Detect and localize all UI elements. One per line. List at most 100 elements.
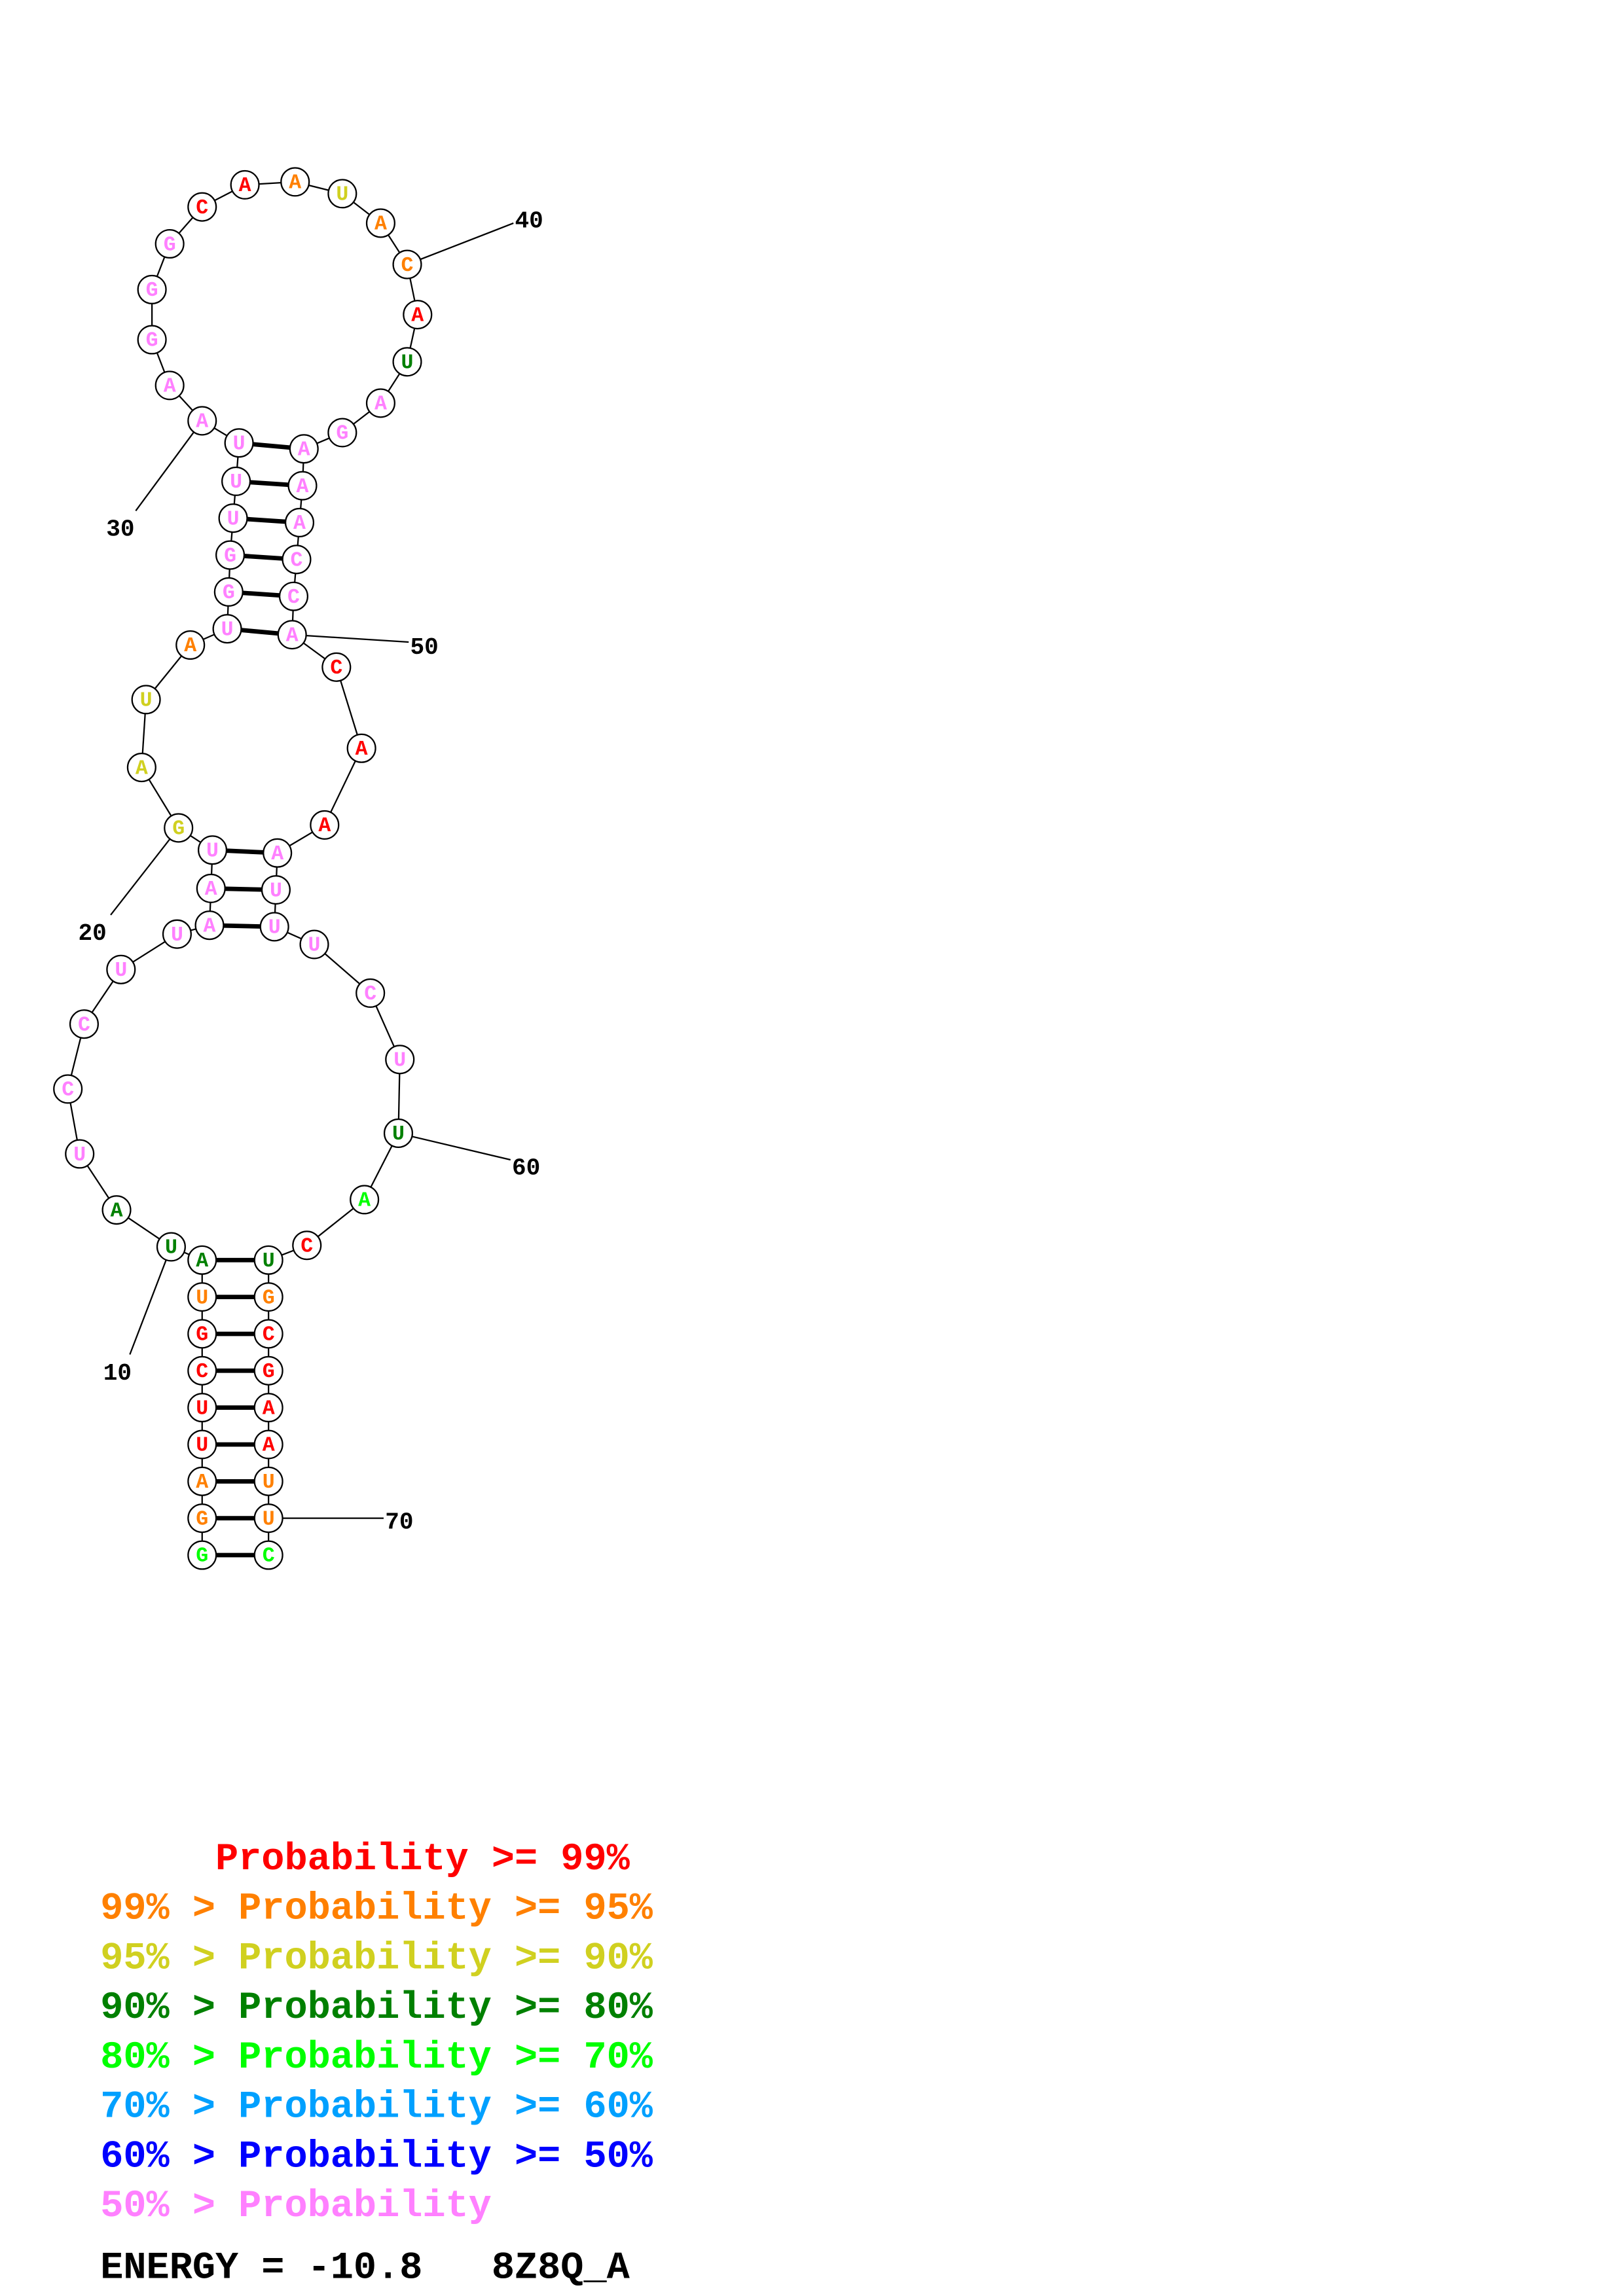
nucleotide-circle <box>392 347 422 377</box>
nucleotide-53: A <box>310 810 340 840</box>
nucleotide-70: U <box>253 1503 283 1534</box>
nucleotide-4: U <box>187 1429 217 1460</box>
nucleotide-letter: C <box>401 255 414 278</box>
nucleotide-5: U <box>187 1393 217 1423</box>
nucleotide-circle <box>106 954 136 984</box>
nucleotide-circle <box>187 192 217 222</box>
position-label-70: 70 <box>385 1509 413 1535</box>
nucleotide-circle <box>253 1319 283 1349</box>
nucleotide-43: A <box>365 388 395 418</box>
position-label-30: 30 <box>106 516 134 543</box>
nucleotide-50: A <box>277 620 307 650</box>
nucleotide-64: G <box>253 1282 283 1312</box>
nucleotide-circle <box>253 1355 283 1386</box>
nucleotide-circle <box>155 370 185 401</box>
nucleotide-letter: G <box>263 1361 275 1384</box>
nucleotide-letter: A <box>263 1435 275 1458</box>
nucleotide-46: A <box>287 471 318 501</box>
nucleotide-letter: U <box>263 1471 275 1494</box>
nucleotide-circle <box>53 1074 83 1104</box>
nucleotide-letter: A <box>205 878 217 901</box>
nucleotide-letter: U <box>206 840 219 863</box>
nucleotide-circle <box>346 733 376 763</box>
nucleotide-59: U <box>385 1045 415 1075</box>
nucleotide-circle <box>356 978 386 1008</box>
nucleotide-letter: C <box>62 1079 74 1102</box>
nucleotide-circle <box>224 428 254 458</box>
nucleotide-letter: G <box>164 234 176 257</box>
nucleotide-circle <box>69 1009 99 1039</box>
nucleotide-circle <box>253 1429 283 1460</box>
nucleotide-60: U <box>383 1118 414 1148</box>
nucleotide-33: G <box>137 274 167 304</box>
nucleotide-letter: U <box>196 1397 208 1420</box>
position-label-60: 60 <box>512 1155 540 1182</box>
nucleotide-52: A <box>346 733 376 763</box>
nucleotide-letter: U <box>140 690 153 713</box>
nucleotide-58: C <box>356 978 386 1008</box>
nucleotide-48: C <box>282 545 312 575</box>
nucleotide-30: A <box>187 406 217 436</box>
nucleotide-8: U <box>187 1282 217 1312</box>
nucleotide-37: A <box>280 167 310 197</box>
legend-entry: Probability >= 99% <box>100 1837 630 1881</box>
nucleotide-circle <box>215 540 246 570</box>
nucleotide-letter: U <box>263 1508 275 1531</box>
nucleotide-letter: A <box>111 1200 123 1223</box>
nucleotide-letter: G <box>146 279 158 302</box>
nucleotide-circle <box>292 1230 322 1261</box>
nucleotide-circle <box>187 1319 217 1349</box>
nucleotide-letter: A <box>411 304 424 327</box>
nucleotide-circle <box>101 1195 132 1225</box>
nucleotide-circle <box>383 1118 414 1148</box>
nucleotide-2: G <box>187 1503 217 1534</box>
nucleotide-circle <box>212 614 242 644</box>
nucleotide-34: G <box>155 228 185 259</box>
nucleotide-letter: U <box>171 924 183 947</box>
nucleotide-letter: A <box>263 1397 275 1420</box>
nucleotide-letter: A <box>271 843 283 866</box>
nucleotide-letter: G <box>224 545 236 568</box>
nucleotide-61: A <box>350 1185 380 1215</box>
nucleotide-circle <box>385 1045 415 1075</box>
nucleotide-circle <box>187 1429 217 1460</box>
nucleotide-letter: A <box>286 624 299 647</box>
nucleotide-32: G <box>137 325 167 355</box>
nucleotide-11: A <box>101 1195 132 1225</box>
nucleotide-letter: G <box>172 818 185 841</box>
nucleotide-circle <box>155 228 185 259</box>
nucleotide-letter: A <box>184 635 196 658</box>
nucleotide-circle <box>218 503 248 533</box>
legend-entry: 80% > Probability >= 70% <box>100 2036 653 2079</box>
nucleotide-24: U <box>212 614 242 644</box>
nucleotide-circle <box>162 919 192 949</box>
probability-legend: Probability >= 99%99% > Probability >= 9… <box>100 1837 653 2228</box>
nucleotide-circle <box>277 620 307 650</box>
nucleotide-letter: C <box>301 1235 313 1258</box>
nucleotide-letter: G <box>146 330 158 353</box>
nucleotide-47: A <box>284 507 315 537</box>
nucleotide-51: C <box>321 652 352 682</box>
nucleotide-40: C <box>392 249 422 279</box>
legend-entry: 90% > Probability >= 80% <box>100 1986 653 2030</box>
nucleotide-letter: A <box>298 439 310 462</box>
nucleotide-letter: A <box>204 915 216 938</box>
nucleotide-16: U <box>162 919 192 949</box>
nucleotide-letter: A <box>289 172 301 195</box>
nucleotide-circle <box>253 1540 283 1570</box>
nucleotide-letter: C <box>78 1014 90 1037</box>
nucleotide-circle <box>126 753 156 783</box>
nucleotide-circle <box>289 434 319 464</box>
nucleotide-13: C <box>53 1074 83 1104</box>
nucleotide-letter: U <box>263 1250 275 1273</box>
nucleotide-letter: U <box>401 352 414 375</box>
nucleotide-25: G <box>213 577 244 607</box>
nucleotide-circle <box>365 208 395 238</box>
nucleotide-letter: U <box>227 508 240 531</box>
nucleotide-12: U <box>65 1139 95 1169</box>
nucleotide-circle <box>65 1139 95 1169</box>
nucleotide-letter: U <box>230 471 242 494</box>
nucleotide-21: A <box>126 753 156 783</box>
nucleotide-circle <box>230 170 260 200</box>
